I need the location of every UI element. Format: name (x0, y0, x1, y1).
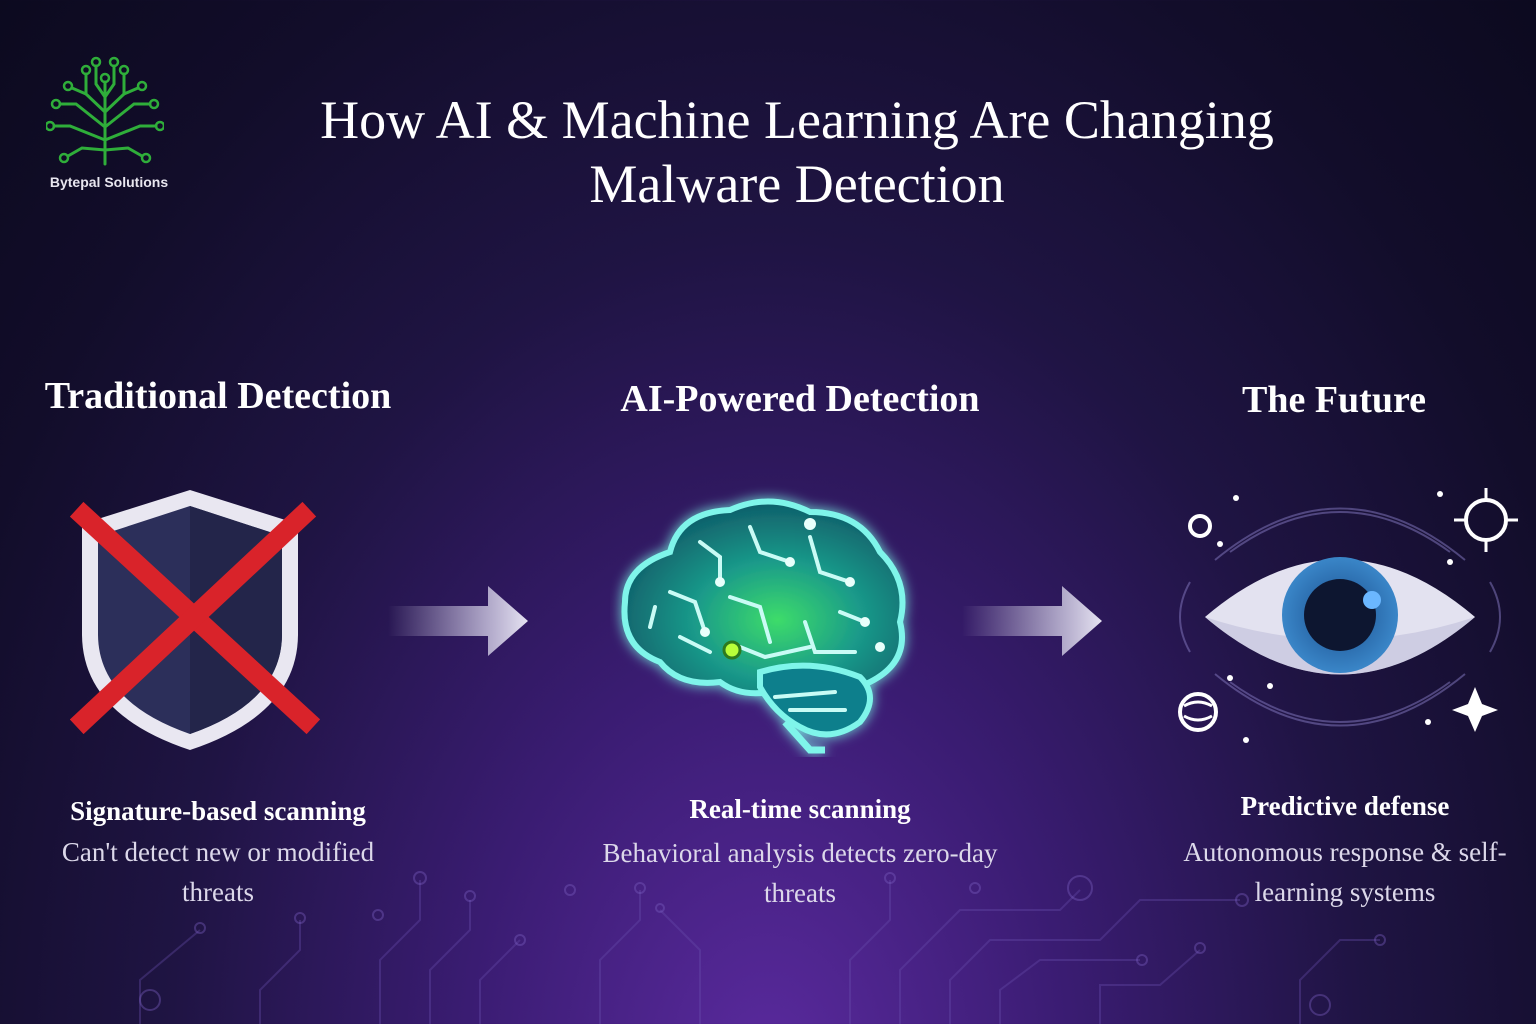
page-title: How AI & Machine Learning Are Changing M… (180, 88, 1414, 216)
column-heading-traditional: Traditional Detection (44, 375, 392, 417)
right-arrow-icon (388, 586, 528, 656)
title-line-1: How AI & Machine Learning Are Changing (320, 90, 1274, 150)
glowing-brain-icon (621, 498, 906, 754)
subheading-ai: Real-time scanning (689, 794, 911, 824)
brand-name: Bytepal Solutions (49, 174, 169, 190)
subheading-traditional: Signature-based scanning (70, 796, 366, 826)
title-line-2: Malware Detection (589, 154, 1005, 214)
subheading-future: Predictive defense (1240, 791, 1450, 821)
circuit-tree-icon (46, 56, 164, 166)
description-traditional: Can't detect new or modified threats (61, 837, 375, 907)
description-future: Autonomous response & self-learning syst… (1183, 837, 1507, 907)
right-arrow-icon (962, 586, 1102, 656)
eye-icon (1178, 488, 1518, 743)
column-heading-future: The Future (1241, 379, 1427, 421)
column-heading-ai: AI-Powered Detection (620, 378, 980, 420)
crossed-shield-icon (70, 490, 320, 750)
description-ai: Behavioral analysis detects zero-day thr… (602, 838, 998, 908)
